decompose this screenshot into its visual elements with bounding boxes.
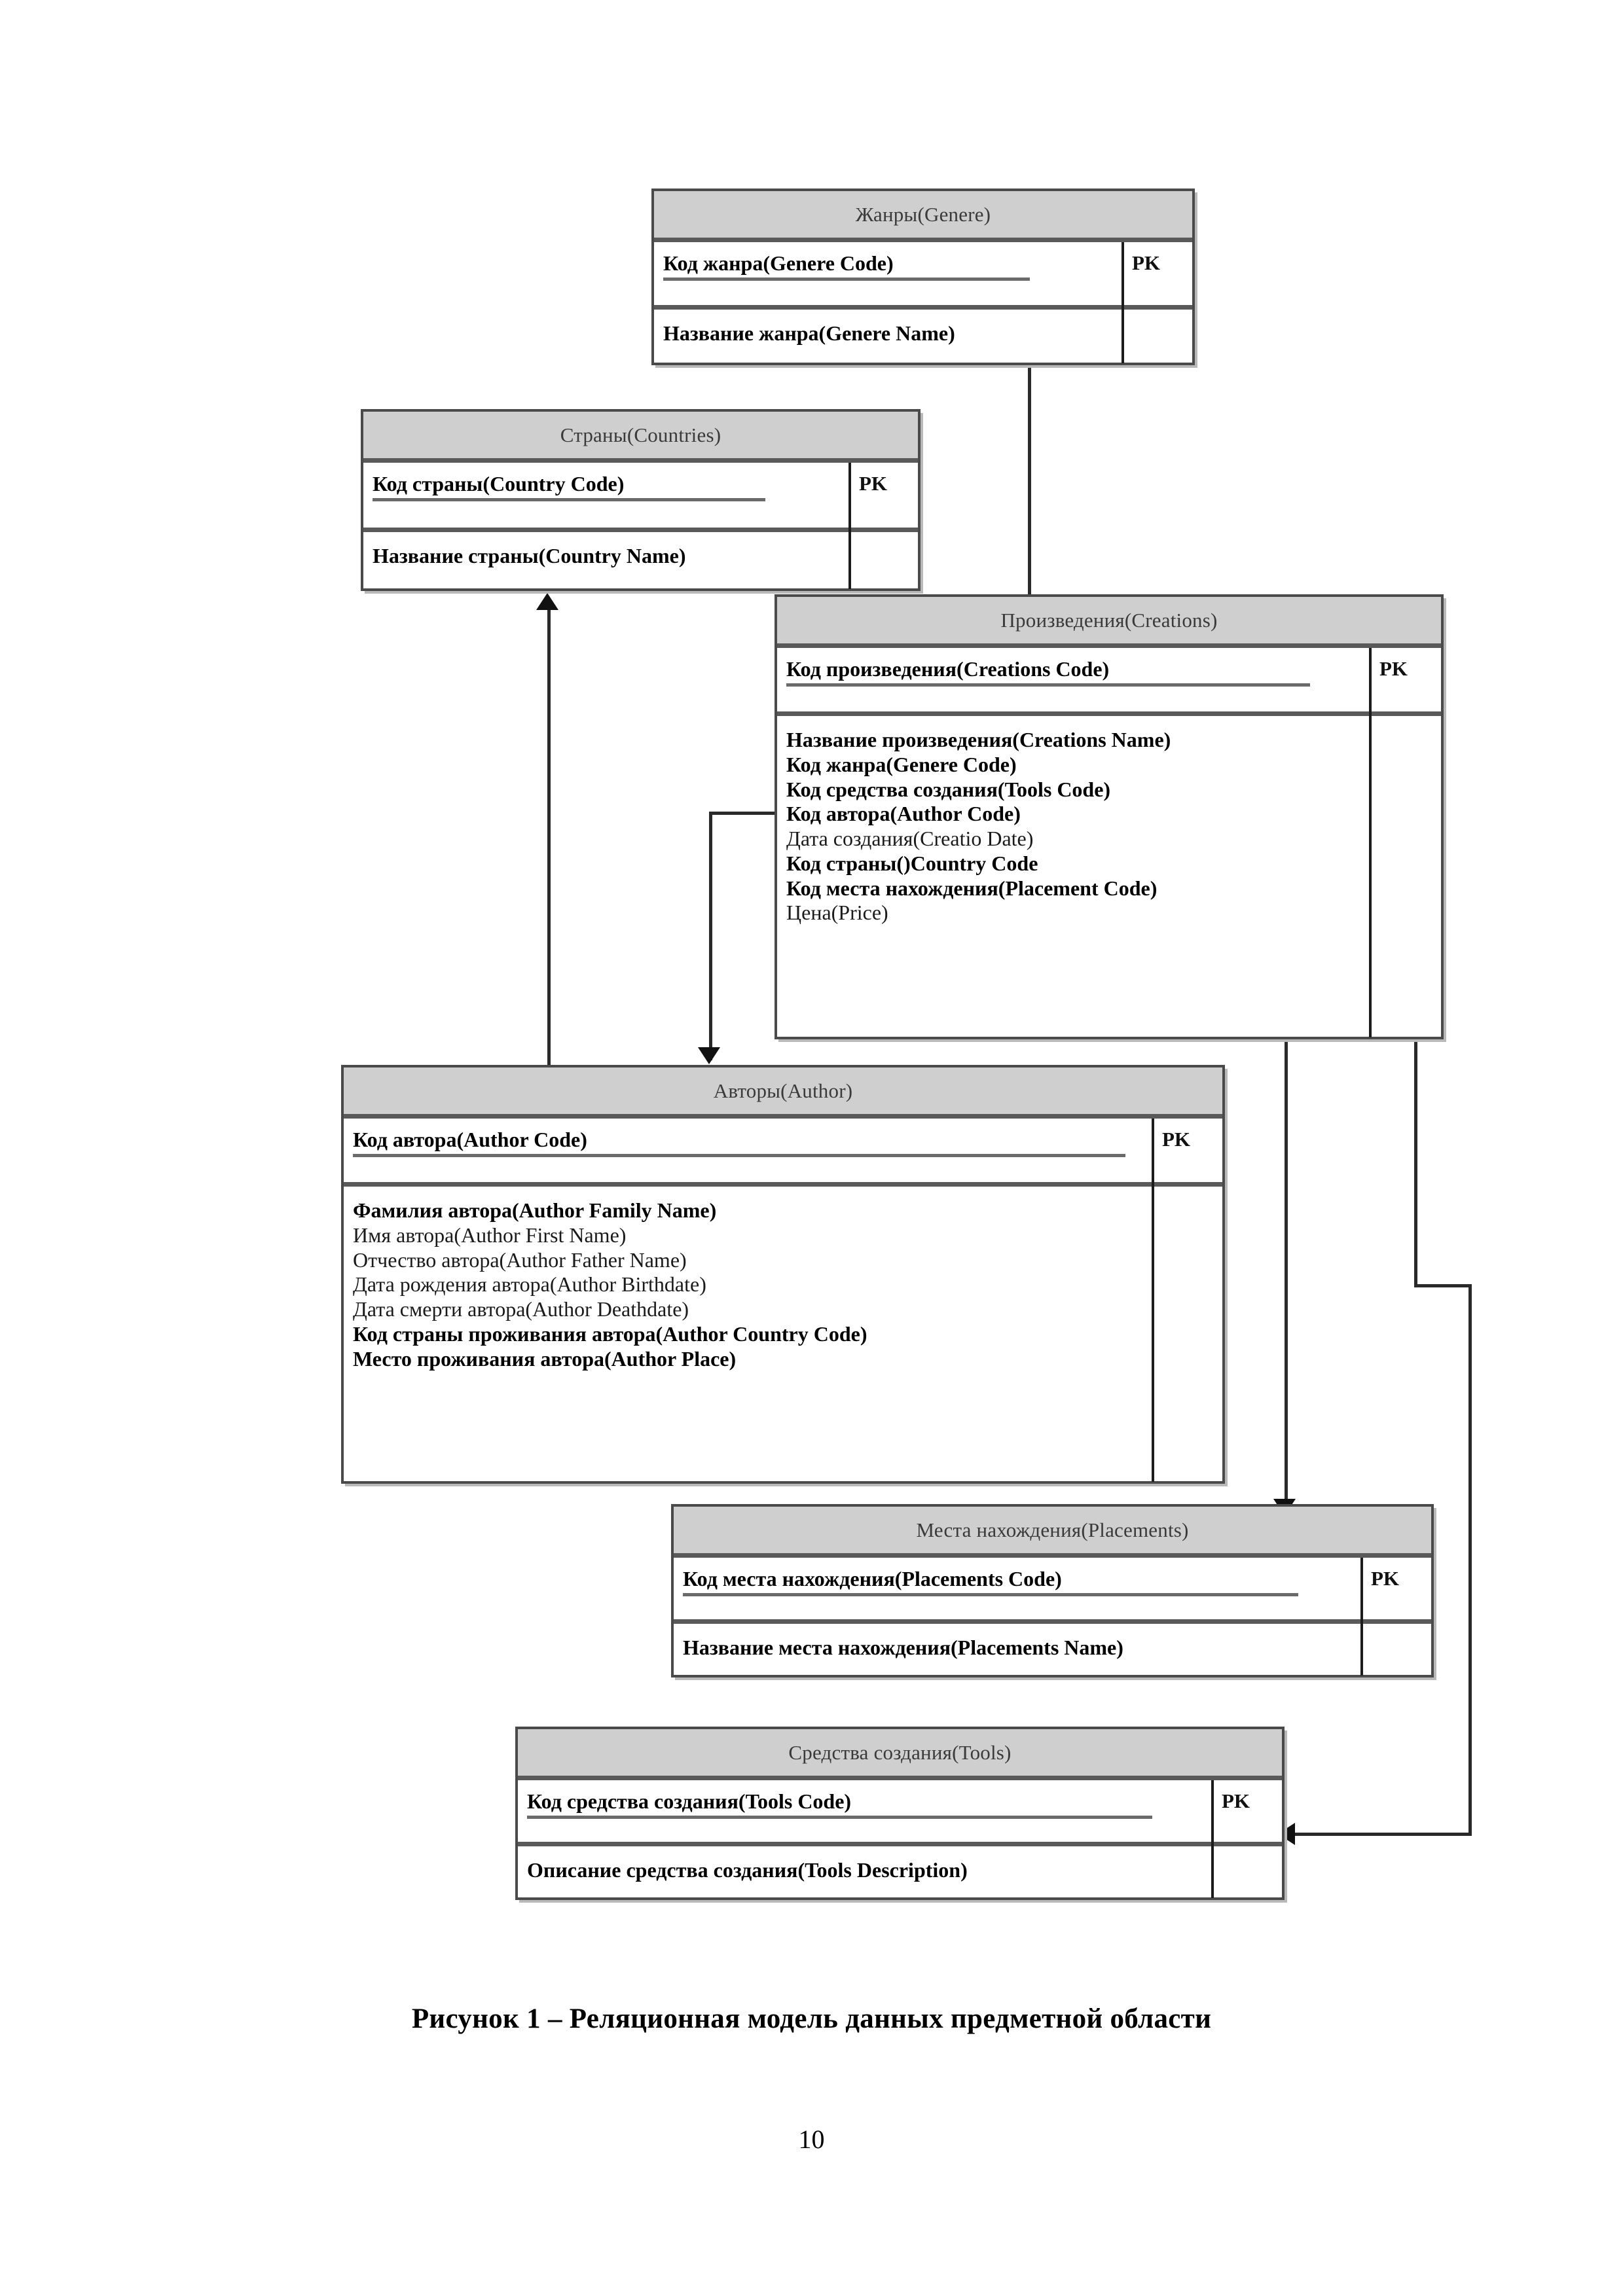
connector-creations-tools-v2 — [1468, 1284, 1472, 1836]
attribute-row: Код автора(Author Code) — [786, 802, 1021, 826]
entity-countries-pk-column: PK — [848, 463, 918, 589]
entity-placements[interactable]: Места нахождения(Placements) Код места н… — [671, 1504, 1434, 1677]
pk-empty-cell — [1363, 1619, 1431, 1676]
entity-author[interactable]: Авторы(Author) Код автора(Author Code) Ф… — [341, 1065, 1225, 1484]
pk-empty-cell — [1214, 1842, 1282, 1898]
entity-genere[interactable]: Жанры(Genere) Код жанра(Genere Code) Наз… — [651, 188, 1195, 365]
figure-caption: Рисунок 1 – Реляционная модель данных пр… — [411, 2003, 1212, 2034]
pk-badge: PK — [1379, 657, 1408, 680]
attribute-row: Название страны(Country Name) — [373, 544, 686, 567]
connector-creations-author-v — [709, 812, 712, 1060]
entity-tools-pk-column: PK — [1211, 1780, 1282, 1898]
attribute-row: Код места нахождения(Placement Code) — [786, 876, 1158, 900]
attribute-row: Код средства создания(Tools Code) — [786, 777, 1111, 801]
entity-countries-primary-key: Код страны(Country Code) — [363, 463, 848, 528]
entity-creations-title: Произведения(Creations) — [777, 597, 1441, 648]
attribute-row: Название произведения(Creations Name) — [786, 728, 1171, 751]
attribute-row: Имя автора(Author First Name) — [353, 1223, 627, 1247]
arrowhead-countries — [536, 593, 558, 610]
entity-placements-attributes: Название места нахождения(Placements Nam… — [674, 1619, 1360, 1676]
entity-placements-columns: Код места нахождения(Placements Code) На… — [674, 1558, 1360, 1676]
connector-creations-tools-h2 — [1293, 1833, 1470, 1836]
entity-genere-columns: Код жанра(Genere Code) Название жанра(Ge… — [654, 242, 1122, 363]
entity-genere-primary-key: Код жанра(Genere Code) — [654, 242, 1122, 305]
entity-tools-title: Средства создания(Tools) — [518, 1729, 1282, 1780]
primary-key-text: Код страны(Country Code) — [373, 472, 765, 501]
entity-tools-attributes: Описание средства создания(Tools Descrip… — [518, 1842, 1211, 1898]
entity-placements-title: Места нахождения(Placements) — [674, 1507, 1431, 1558]
entity-placements-primary-key: Код места нахождения(Placements Code) — [674, 1558, 1360, 1619]
entity-creations-attributes: Название произведения(Creations Name) Ко… — [777, 711, 1369, 1033]
entity-genere-attributes: Название жанра(Genere Name) — [654, 305, 1122, 363]
attribute-row: Название жанра(Genere Name) — [663, 321, 955, 345]
attribute-row: Цена(Price) — [786, 901, 888, 925]
entity-author-columns: Код автора(Author Code) Фамилия автора(A… — [344, 1119, 1152, 1482]
attribute-row: Код страны()Country Code — [786, 851, 1038, 875]
entity-author-title: Авторы(Author) — [344, 1067, 1222, 1119]
entity-tools[interactable]: Средства создания(Tools) Код средства со… — [515, 1727, 1285, 1900]
attribute-row: Дата рождения автора(Author Birthdate) — [353, 1272, 706, 1297]
attribute-row: Описание средства создания(Tools Descrip… — [527, 1858, 968, 1882]
entity-creations-pk-column: PK — [1369, 648, 1441, 1037]
attribute-row: Отчество автора(Author Father Name) — [353, 1247, 687, 1272]
connector-creations-genere — [1028, 364, 1031, 600]
pk-empty-cell — [1124, 305, 1192, 363]
pk-badge: PK — [1371, 1567, 1400, 1590]
primary-key-text: Код места нахождения(Placements Code) — [683, 1567, 1298, 1596]
primary-key-text: Код жанра(Genere Code) — [663, 251, 1030, 281]
connector-author-countries — [547, 609, 551, 1067]
attribute-row: Фамилия автора(Author Family Name) — [353, 1198, 717, 1222]
entity-author-primary-key: Код автора(Author Code) — [344, 1119, 1152, 1182]
entity-genere-pk-column: PK — [1122, 242, 1192, 363]
pk-badge: PK — [1162, 1128, 1191, 1151]
attribute-row: Код страны проживания автора(Author Coun… — [353, 1321, 867, 1346]
pk-badge: PK — [859, 472, 888, 495]
entity-countries[interactable]: Страны(Countries) Код страны(Country Cod… — [361, 409, 921, 591]
entity-genere-title: Жанры(Genere) — [654, 191, 1192, 242]
primary-key-text: Код автора(Author Code) — [353, 1128, 1125, 1157]
entity-countries-columns: Код страны(Country Code) Название страны… — [363, 463, 848, 589]
connector-creations-author-h — [709, 812, 777, 815]
connector-creations-tools-v1 — [1414, 1039, 1417, 1287]
entity-countries-title: Страны(Countries) — [363, 412, 918, 463]
page-number: 10 — [798, 2125, 825, 2154]
entity-placements-pk-column: PK — [1360, 1558, 1431, 1676]
pk-empty-cell — [1372, 711, 1441, 1033]
entity-author-attributes: Фамилия автора(Author Family Name) Имя а… — [344, 1182, 1152, 1477]
entity-tools-columns: Код средства создания(Tools Code) Описан… — [518, 1780, 1211, 1898]
attribute-row: Название места нахождения(Placements Nam… — [683, 1636, 1123, 1659]
pk-empty-cell — [1154, 1182, 1222, 1477]
attribute-row: Дата создания(Creatio Date) — [786, 827, 1034, 850]
pk-empty-cell — [851, 528, 918, 589]
entity-creations[interactable]: Произведения(Creations) Код произведения… — [775, 594, 1444, 1039]
attribute-row: Место проживания автора(Author Place) — [353, 1346, 737, 1371]
entity-creations-primary-key: Код произведения(Creations Code) — [777, 648, 1369, 711]
primary-key-text: Код произведения(Creations Code) — [786, 657, 1310, 687]
pk-badge: PK — [1222, 1789, 1250, 1812]
pk-badge: PK — [1132, 251, 1161, 274]
entity-author-pk-column: PK — [1152, 1119, 1222, 1482]
primary-key-text: Код средства создания(Tools Code) — [527, 1789, 1152, 1819]
entity-tools-primary-key: Код средства создания(Tools Code) — [518, 1780, 1211, 1842]
connector-creations-tools-h1 — [1414, 1284, 1472, 1287]
arrowhead-author — [698, 1047, 720, 1064]
connector-creations-placements — [1285, 1039, 1288, 1517]
entity-countries-attributes: Название страны(Country Name) — [363, 528, 848, 589]
attribute-row: Дата смерти автора(Author Deathdate) — [353, 1297, 689, 1321]
attribute-row: Код жанра(Genere Code) — [786, 752, 1017, 776]
entity-creations-columns: Код произведения(Creations Code) Названи… — [777, 648, 1369, 1037]
